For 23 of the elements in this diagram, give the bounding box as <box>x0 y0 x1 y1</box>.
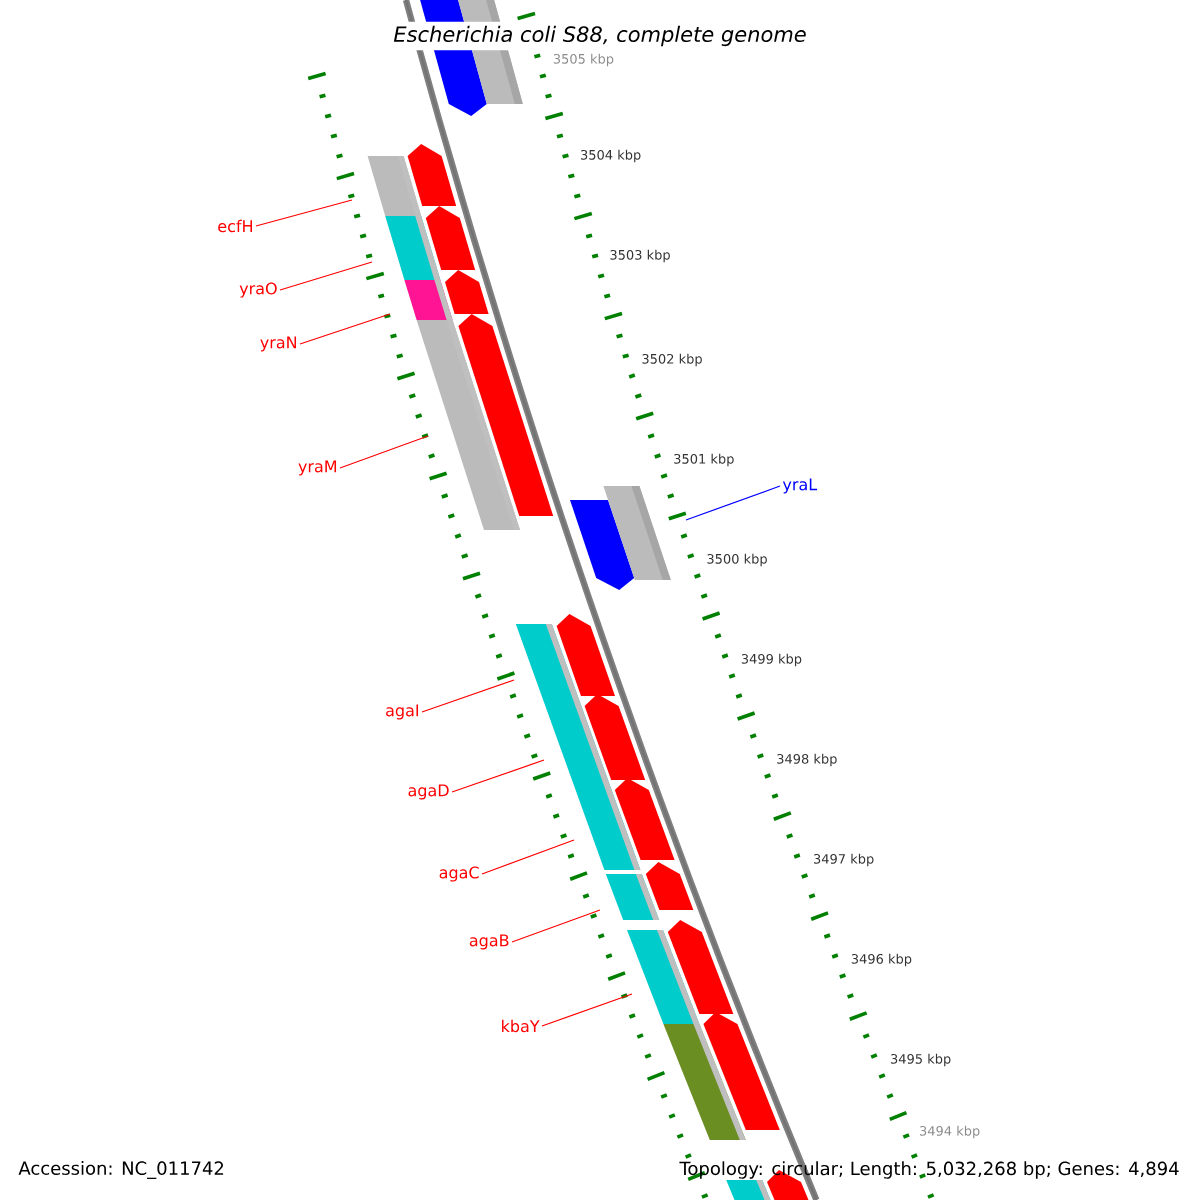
leader-line <box>299 313 391 345</box>
gene-label: ecfH <box>218 219 252 233</box>
leader-line <box>481 839 575 875</box>
leader-line <box>339 435 429 469</box>
leader-line <box>255 199 353 227</box>
leader-line <box>511 909 601 943</box>
gene-label: agaB <box>469 934 509 950</box>
gene-label: kbaY <box>502 1019 540 1033</box>
leader-line <box>685 485 781 521</box>
gene-label: agaC <box>439 866 479 882</box>
genome-stats-text: Topology: circular; Length: 5,032,268 bp; Genes: 4,894 <box>679 1161 1179 1179</box>
title: Escherichia coli S88, complete genome <box>389 21 811 51</box>
leader-line <box>541 993 633 1027</box>
gene-label: yraL <box>782 478 818 494</box>
leader-line <box>279 261 373 291</box>
gene-label: agaI <box>386 704 419 720</box>
gene-label: agaD <box>408 784 449 800</box>
accession-text: Accession: NC_011742 <box>16 1159 227 1181</box>
gene-label: yraN <box>260 336 296 352</box>
gene-label: yraO <box>239 282 277 298</box>
leader-line <box>451 759 545 793</box>
leader-line <box>421 679 515 713</box>
gene-label: yraM <box>298 460 337 476</box>
